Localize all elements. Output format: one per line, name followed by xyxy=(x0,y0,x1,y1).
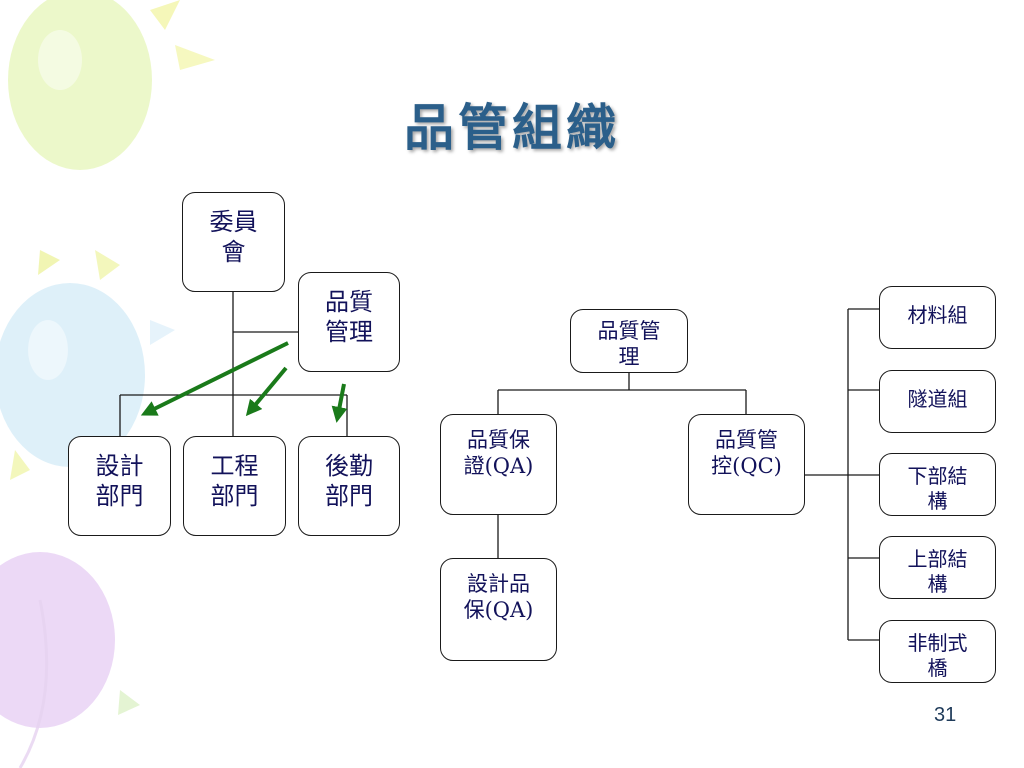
design-dept-line-2: 部門 xyxy=(95,482,144,510)
committee-line-2: 會 xyxy=(221,238,246,266)
engineering-dept-box: 工程 部門 xyxy=(183,436,286,536)
quality-management-box: 品質 管理 xyxy=(298,272,400,372)
qm-line-2: 管理 xyxy=(325,318,373,346)
arrow-to-logistics-dept xyxy=(331,383,348,423)
materials-group-box: 材料組 xyxy=(879,286,996,349)
substructure-line-1: 下部結 xyxy=(907,464,968,488)
quality-assurance-box: 品質保 證(QA) xyxy=(440,414,557,515)
tunnel-group-label: 隧道組 xyxy=(907,387,968,411)
qc-line-2: 控(QC) xyxy=(711,454,782,478)
design-dept-box: 設計 部門 xyxy=(68,436,171,536)
engineering-dept-line-1: 工程 xyxy=(210,452,259,480)
logistics-dept-line-1: 後勤 xyxy=(325,452,373,480)
materials-group-label: 材料組 xyxy=(907,303,968,327)
green-balloon-icon xyxy=(8,0,152,170)
tunnel-group-box: 隧道組 xyxy=(879,370,996,433)
blue-balloon-icon xyxy=(0,283,145,467)
non-standard-bridge-line-1: 非制式 xyxy=(907,631,968,655)
superstructure-line-1: 上部結 xyxy=(907,547,968,571)
logistics-dept-line-2: 部門 xyxy=(325,482,373,510)
arrow-to-design-dept xyxy=(140,341,289,416)
design-qa-line-2: 保(QA) xyxy=(463,598,534,622)
substructure-line-2: 構 xyxy=(927,489,948,513)
substructure-box: 下部結 構 xyxy=(879,453,996,516)
design-qa-line-1: 設計品 xyxy=(467,572,530,596)
root-line-2: 理 xyxy=(618,345,640,369)
superstructure-line-2: 構 xyxy=(927,572,948,596)
logistics-dept-box: 後勤 部門 xyxy=(298,436,400,536)
arrow-to-engineering-dept xyxy=(245,366,288,417)
root-line-1: 品質管 xyxy=(597,319,661,343)
committee-box: 委員 會 xyxy=(182,192,285,292)
qa-line-2: 證(QA) xyxy=(463,454,534,478)
slide-title: 品管組織 xyxy=(404,98,620,157)
non-standard-bridge-box: 非制式 橋 xyxy=(879,620,996,683)
qa-line-1: 品質保 xyxy=(467,428,530,452)
committee-line-1: 委員 xyxy=(209,208,258,236)
superstructure-box: 上部結 構 xyxy=(879,536,996,599)
purple-balloon-icon xyxy=(0,552,115,728)
qc-line-1: 品質管 xyxy=(715,428,778,452)
quality-management-root-box: 品質管 理 xyxy=(570,309,688,373)
engineering-dept-line-2: 部門 xyxy=(210,482,259,510)
design-qa-box: 設計品 保(QA) xyxy=(440,558,557,661)
page-number: 31 xyxy=(934,704,957,726)
design-dept-line-1: 設計 xyxy=(95,452,144,480)
qm-line-1: 品質 xyxy=(325,288,373,316)
non-standard-bridge-line-2: 橋 xyxy=(927,656,948,680)
quality-control-box: 品質管 控(QC) xyxy=(688,414,805,515)
